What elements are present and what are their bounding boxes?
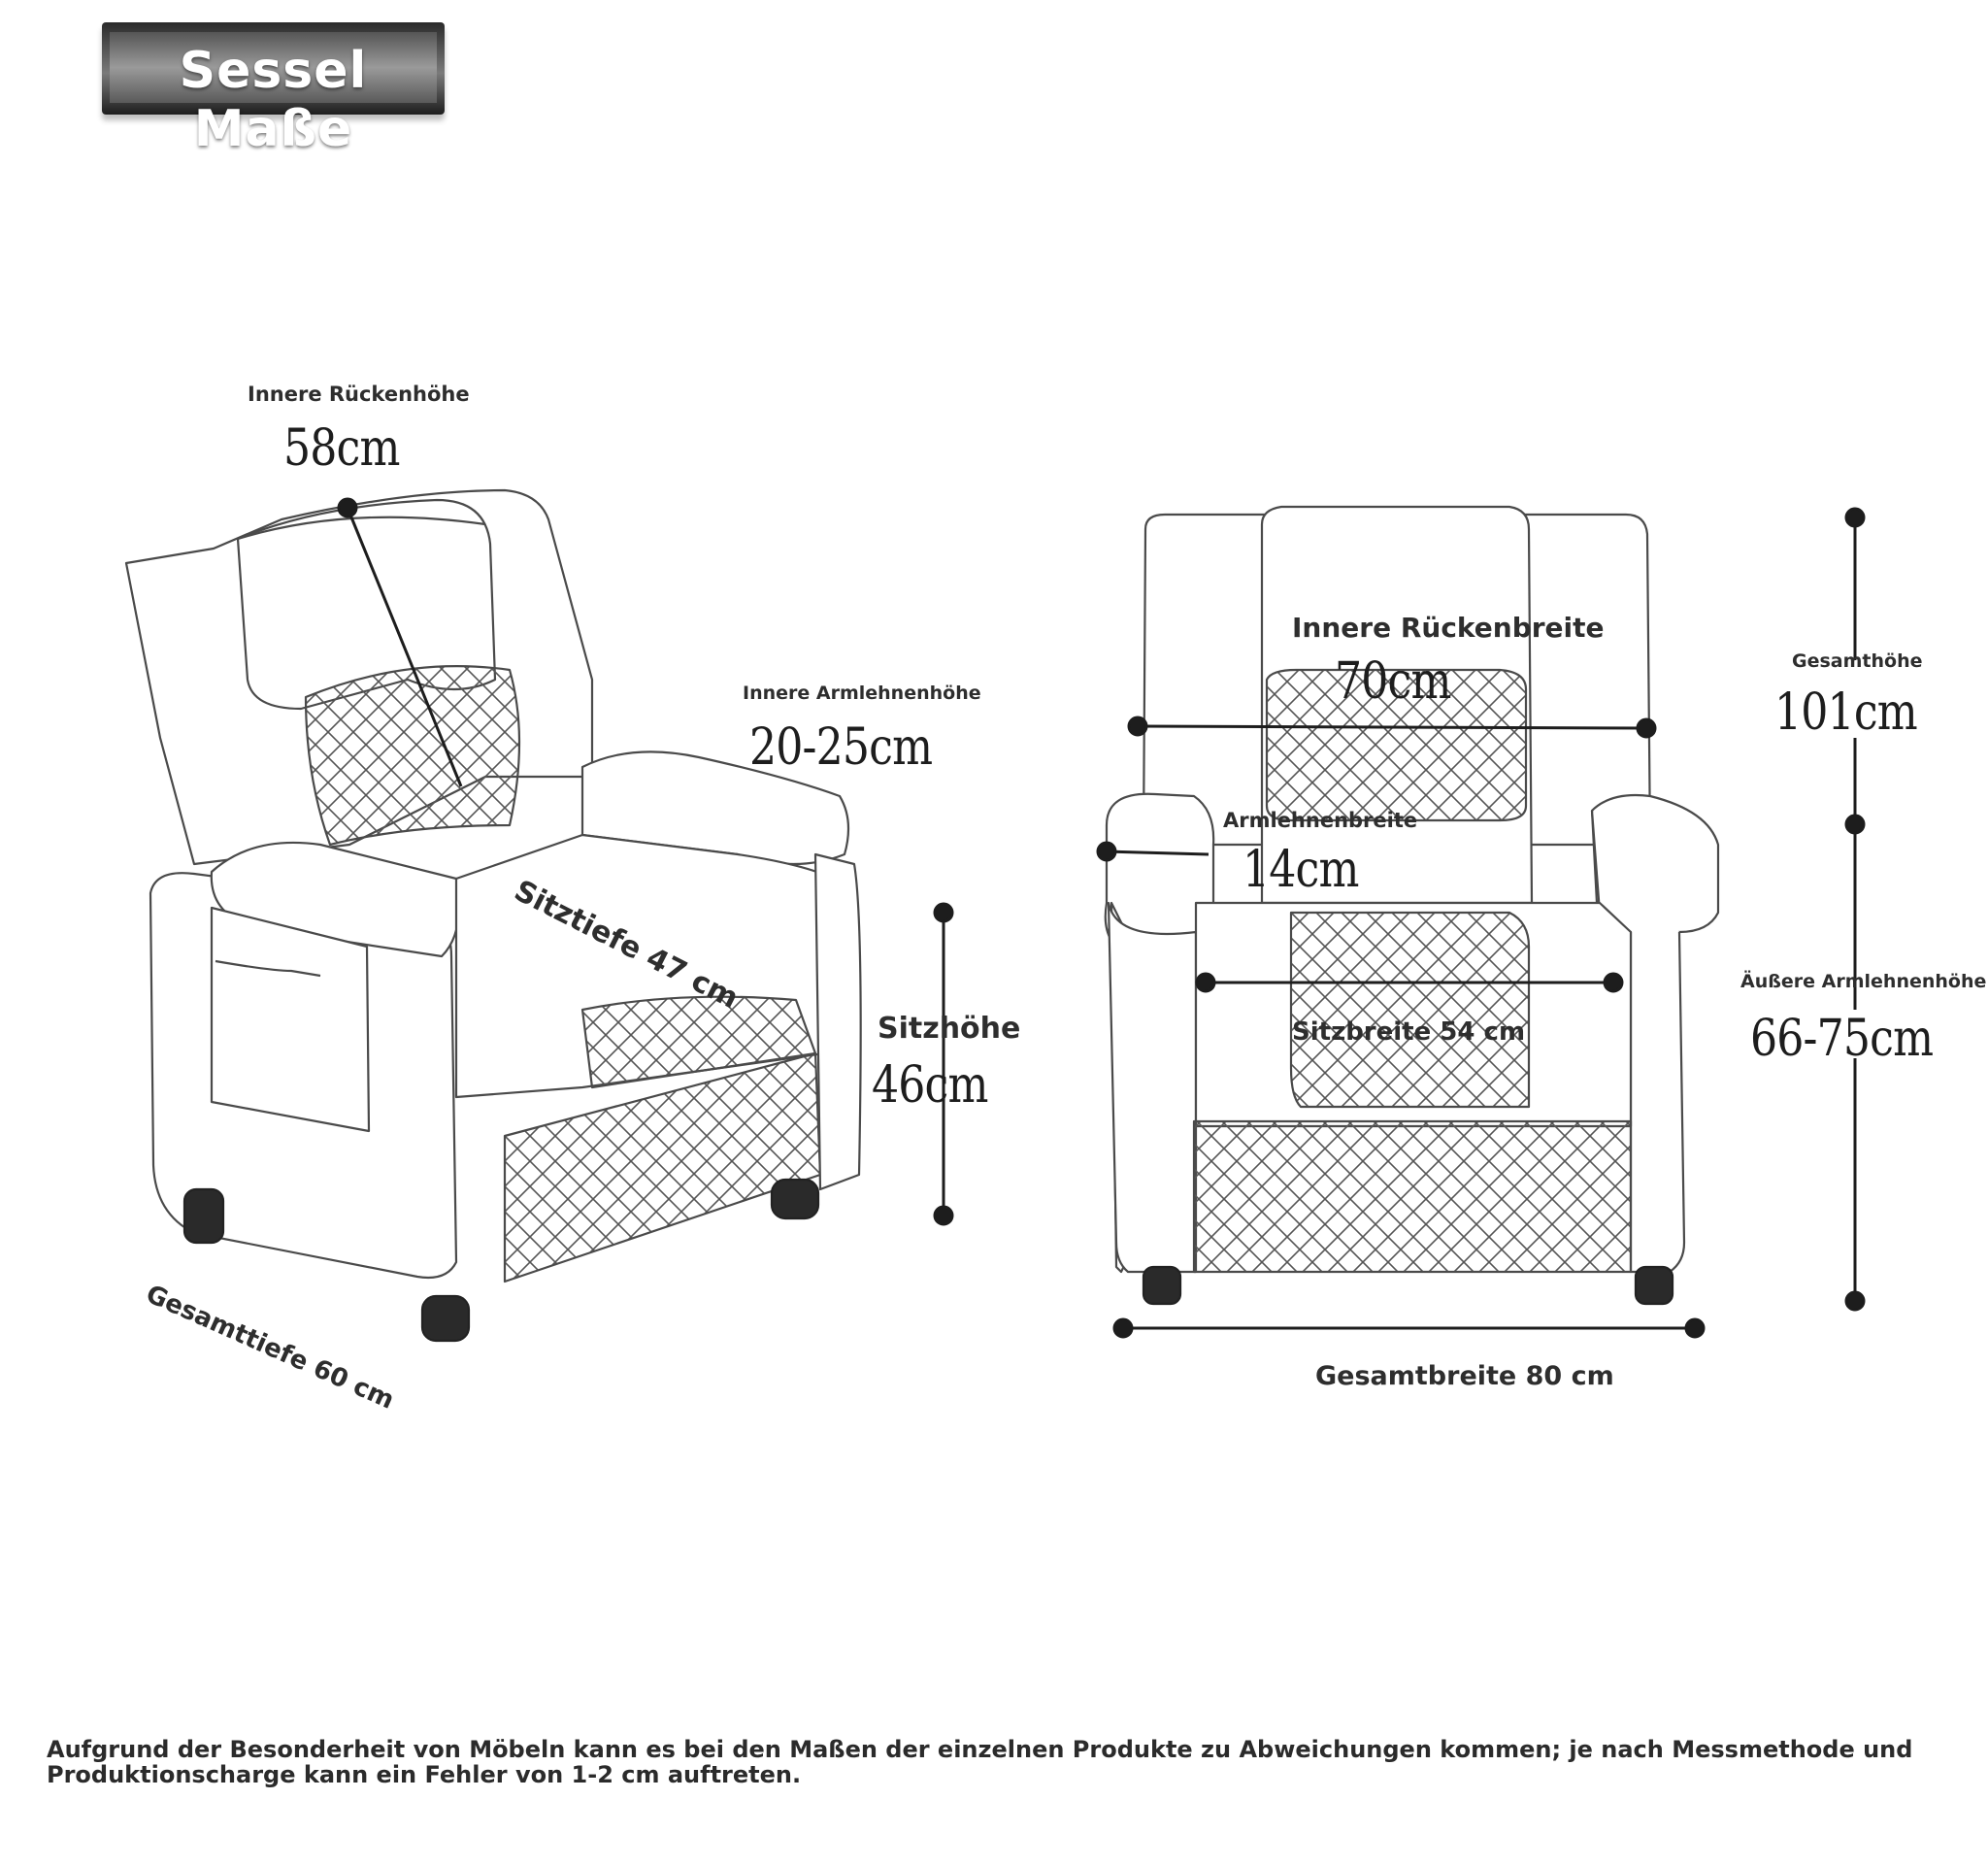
inner-back-height-marker xyxy=(337,497,463,787)
inner-back-width-label: Innere Rückenbreite xyxy=(1292,612,1605,644)
outer-armrest-height-value: 66-75cm xyxy=(1750,1010,1934,1068)
front-view-chair xyxy=(1104,505,1720,1306)
armrest-width-value: 14cm xyxy=(1242,841,1359,899)
side-view-chair xyxy=(124,488,862,1343)
seat-height-marker xyxy=(933,902,954,1226)
total-height-value: 101cm xyxy=(1774,683,1918,742)
outer-armrest-height-label: Äußere Armlehnenhöhe xyxy=(1740,971,1987,992)
inner-back-height-value: 58cm xyxy=(283,419,400,478)
title-badge: Sessel Maße xyxy=(102,22,445,158)
total-width-label: Gesamtbreite 80 cm xyxy=(1315,1361,1614,1391)
total-height-label: Gesamthöhe xyxy=(1792,650,1923,672)
seat-height-value: 46cm xyxy=(872,1056,988,1115)
inner-armrest-height-label: Innere Armlehnenhöhe xyxy=(743,683,981,704)
armrest-width-label: Armlehnenbreite xyxy=(1223,809,1418,832)
seat-height-label: Sitzhöhe xyxy=(878,1012,1021,1046)
page-title: Sessel Maße xyxy=(179,42,368,158)
inner-armrest-height-value: 20-25cm xyxy=(749,718,933,777)
inner-back-width-value: 70cm xyxy=(1335,652,1451,711)
disclaimer-footnote: Aufgrund der Besonderheit von Möbeln kan… xyxy=(47,1736,1913,1788)
inner-back-height-label: Innere Rückenhöhe xyxy=(248,383,470,406)
front-measure-lines xyxy=(1096,507,1866,1339)
seat-width-label: Sitzbreite 54 cm xyxy=(1292,1017,1526,1047)
